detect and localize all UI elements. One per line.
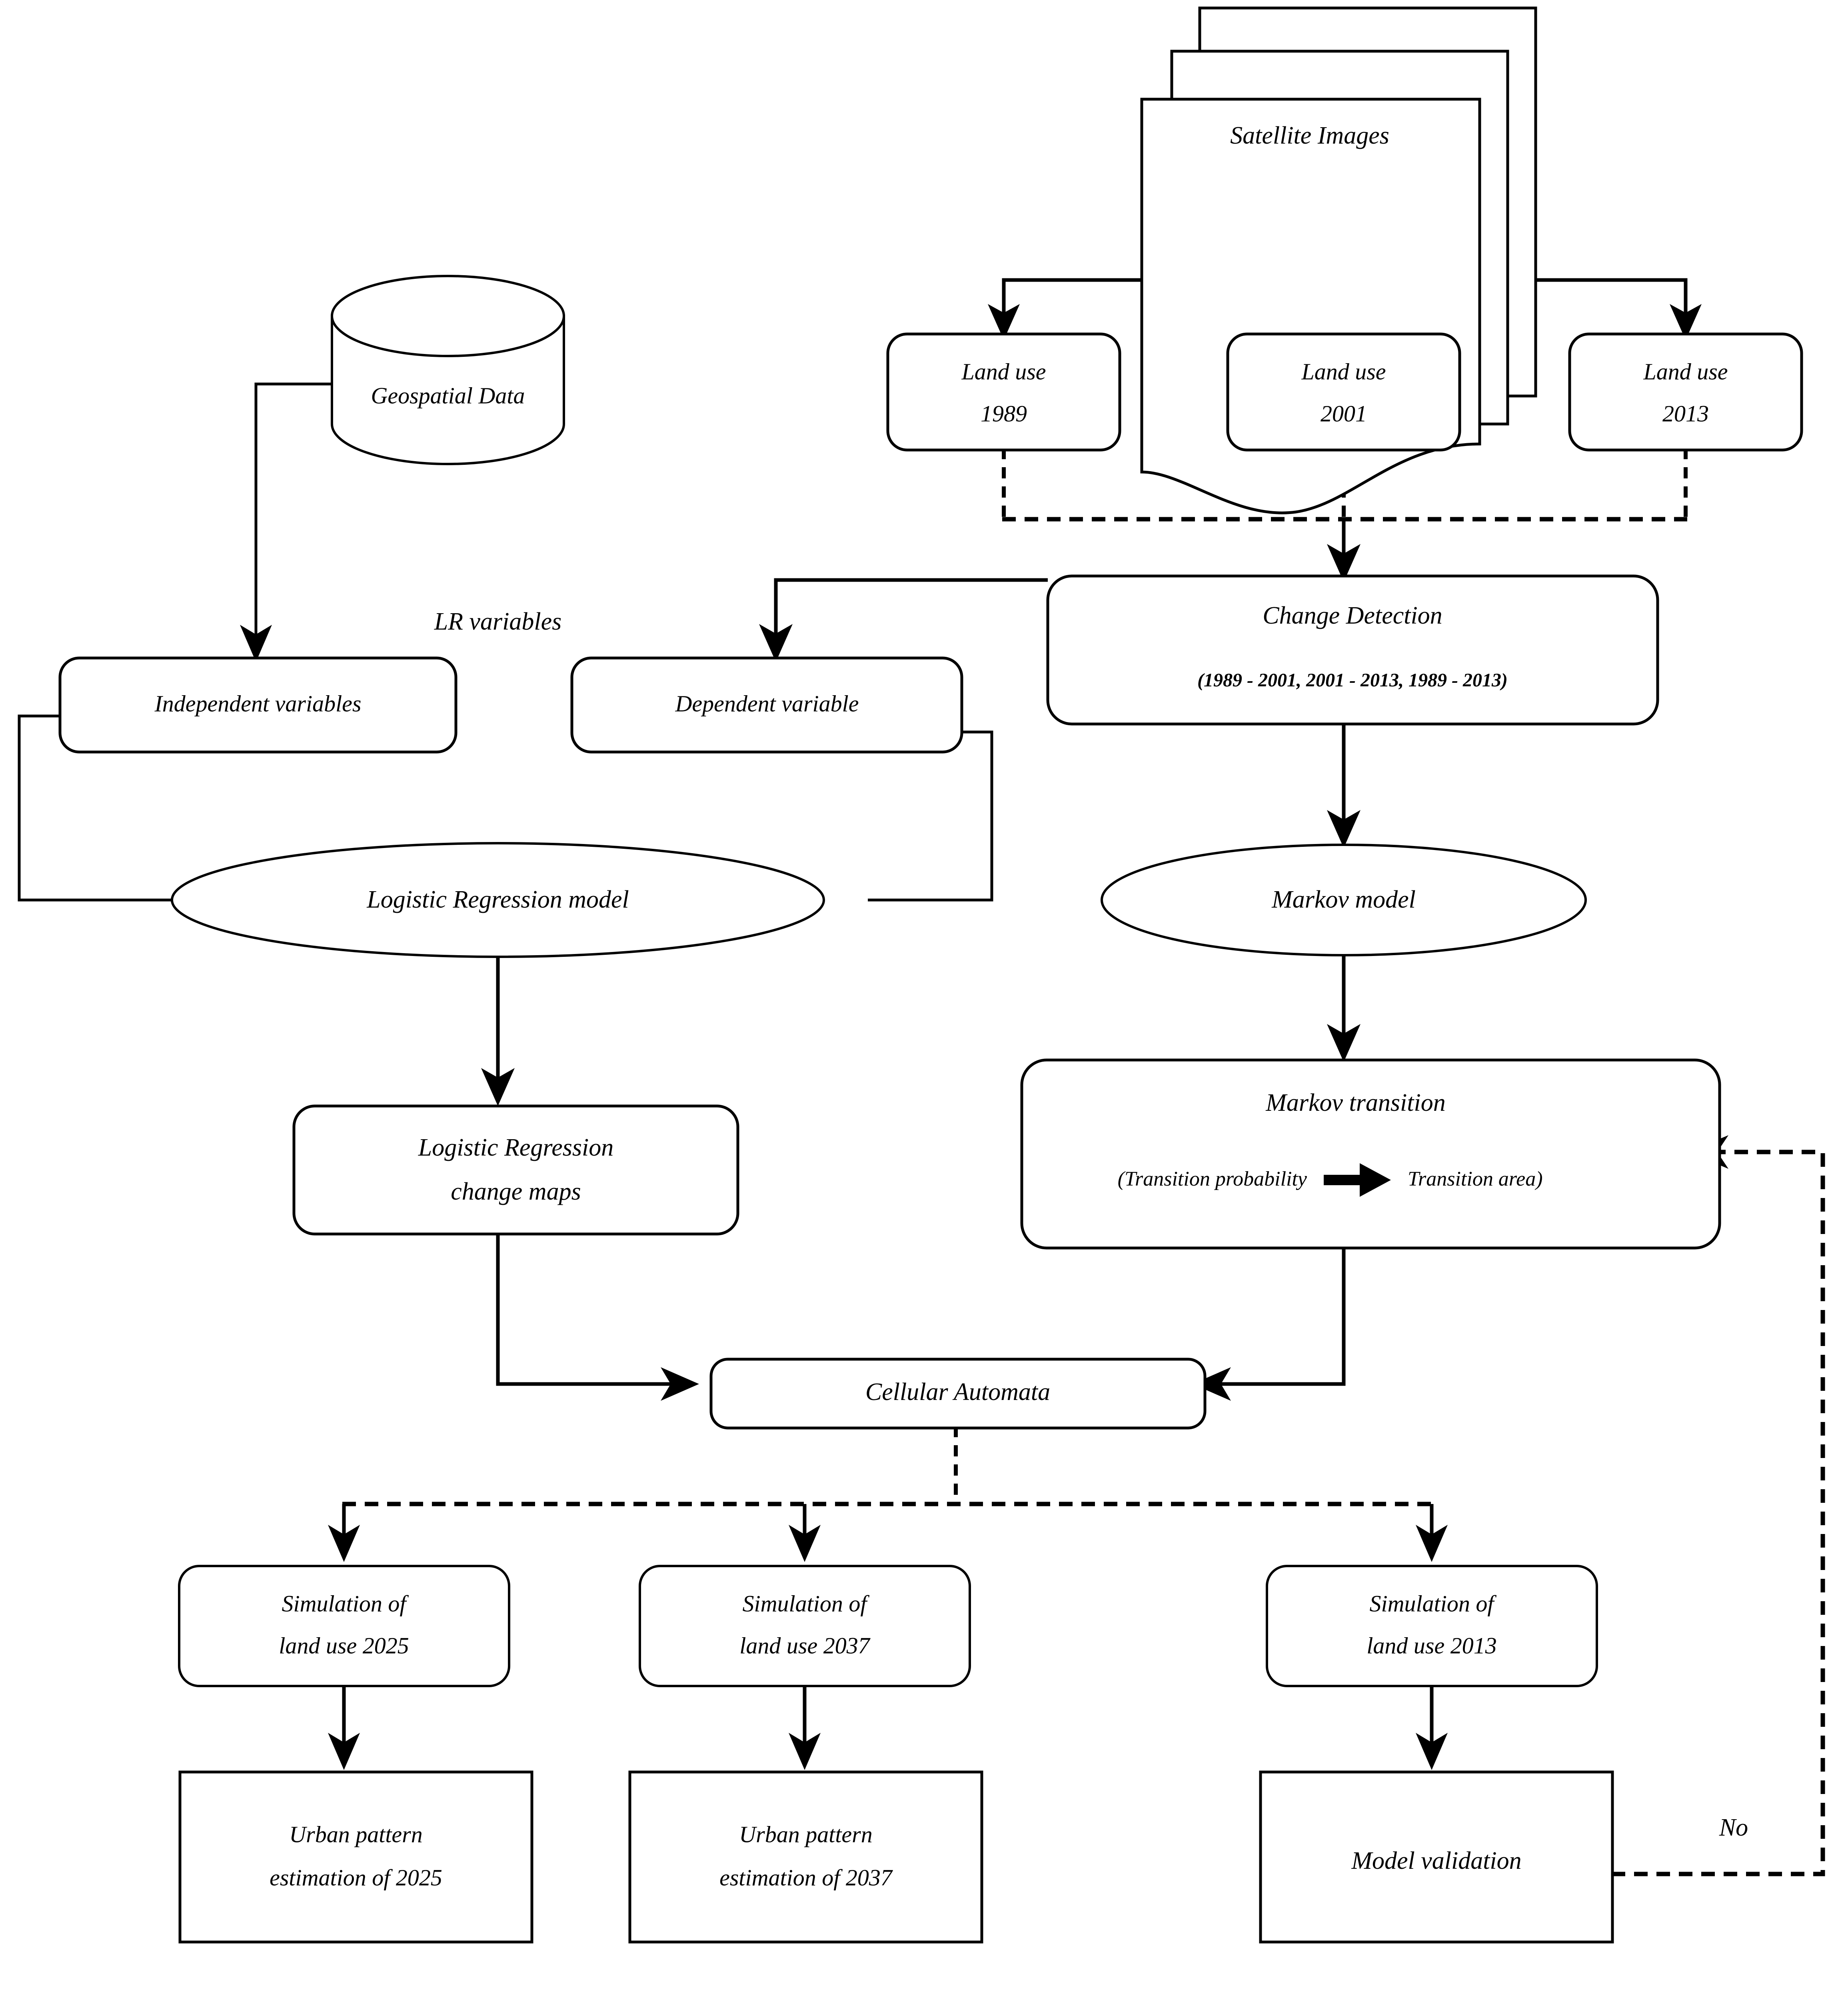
logistic-regression-model-label: Logistic Regression model [366, 886, 629, 913]
geospatial-data-node[interactable] [331, 275, 565, 465]
edge-sim2025-to-urban2025 [328, 1684, 360, 1770]
edge-cellularautomata-to-simulations [328, 1426, 1448, 1562]
transition-inner-arrow-icon [1324, 1163, 1391, 1197]
satellite-images-label: Satellite Images [1230, 122, 1389, 149]
change-detection-periods: (1989 - 2001, 2001 - 2013, 1989 - 2013) [1197, 670, 1508, 691]
dependent-variable-label: Dependent variable [675, 690, 859, 716]
independent-variables-node[interactable] [58, 656, 458, 754]
sim-2013-label-line1: Simulation of [1370, 1590, 1497, 1616]
sim-2013-label-line2: land use 2013 [1367, 1632, 1496, 1658]
markov-transition-probability-label: (Transition probability [1118, 1168, 1307, 1190]
lr-variables-edge-label: LR variables [434, 608, 562, 635]
markov-model-label: Markov model [1271, 886, 1416, 913]
sim-2025-label-line1: Simulation of [282, 1590, 409, 1616]
edge-geospatial-to-independent [240, 382, 332, 662]
markov-model-node[interactable] [1101, 844, 1587, 956]
land-use-2001-label-line2: 2001 [1321, 400, 1367, 426]
edge-lrmodel-to-changemaps [481, 956, 515, 1106]
edge-changedetection-to-markovmodel [1327, 722, 1361, 848]
sim-2025-label-line2: land use 2025 [279, 1632, 409, 1658]
markov-transition-area-label: Transition area) [1408, 1168, 1543, 1190]
land-use-2001-node[interactable] [1226, 332, 1461, 452]
change-detection-label: Change Detection [1263, 602, 1442, 629]
dependent-variable-node[interactable] [570, 656, 963, 754]
edge-changedetection-to-dependent [759, 578, 1048, 662]
land-use-1989-label-line1: Land use [961, 358, 1046, 384]
edge-changemaps-to-cellularautomata [496, 1232, 699, 1401]
model-validation-node[interactable] [1259, 1770, 1614, 1944]
land-use-1989-label-line2: 1989 [981, 400, 1027, 426]
cellular-automata-label: Cellular Automata [865, 1378, 1050, 1406]
sim-land-use-2025-node[interactable] [178, 1565, 510, 1687]
sim-land-use-2037-node[interactable] [639, 1565, 971, 1687]
no-edge-label: No [1719, 1814, 1748, 1841]
land-use-2001-label-line1: Land use [1301, 358, 1386, 384]
markov-transition-node[interactable] [1020, 1058, 1721, 1250]
edge-dependent-to-lrmodel [868, 730, 993, 902]
geospatial-data-label: Geospatial Data [371, 382, 525, 408]
land-use-2013-label-line2: 2013 [1662, 400, 1709, 426]
sim-2037-label-line1: Simulation of [743, 1590, 870, 1616]
edge-sim2013-to-modelvalidation [1416, 1684, 1448, 1770]
lr-change-maps-label-line1: Logistic Regression [418, 1134, 614, 1161]
edge-independent-to-lrmodel [18, 714, 172, 902]
land-use-2013-node[interactable] [1568, 332, 1803, 452]
urban-2037-label-line1: Urban pattern [739, 1821, 873, 1847]
markov-transition-label: Markov transition [1265, 1089, 1445, 1116]
lr-change-maps-node[interactable] [292, 1104, 739, 1236]
urban-2037-label-line2: estimation of 2037 [719, 1864, 893, 1890]
urban-2025-label-line2: estimation of 2025 [270, 1864, 442, 1890]
logistic-regression-model-node[interactable] [171, 842, 825, 958]
urban-pattern-2037-node[interactable] [628, 1770, 983, 1944]
change-detection-node[interactable] [1046, 574, 1659, 726]
independent-variables-label: Independent variables [154, 690, 361, 716]
land-use-1989-node[interactable] [886, 332, 1121, 452]
edge-sim2037-to-urban2037 [789, 1684, 821, 1770]
edge-markovtransition-to-cellularautomata [1193, 1248, 1346, 1401]
land-use-2013-label-line1: Land use [1643, 358, 1728, 384]
model-validation-label: Model validation [1351, 1847, 1521, 1874]
urban-2025-label-line1: Urban pattern [289, 1821, 423, 1847]
sim-land-use-2013-node[interactable] [1266, 1565, 1598, 1687]
lr-change-maps-label-line2: change maps [451, 1178, 581, 1205]
cellular-automata-node[interactable] [709, 1358, 1207, 1430]
edge-landuse-to-changedetection [1002, 448, 1688, 582]
edge-markovmodel-to-markovtransition [1327, 956, 1361, 1062]
urban-pattern-2025-node[interactable] [178, 1770, 533, 1944]
sim-2037-label-line2: land use 2037 [739, 1632, 870, 1658]
